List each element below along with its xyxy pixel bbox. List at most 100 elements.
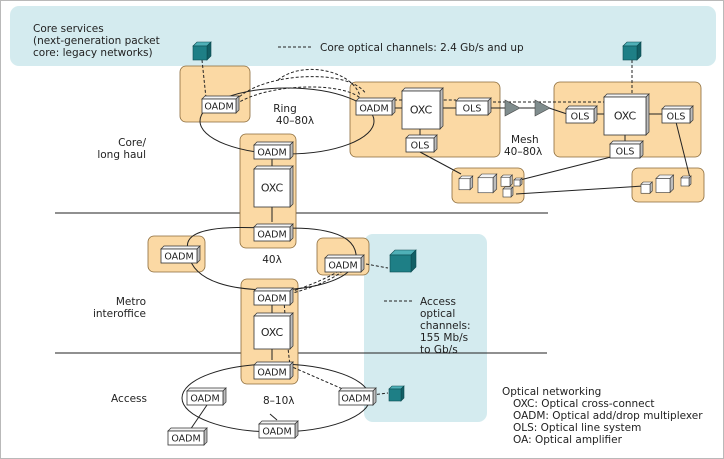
ols-node-label: OLS xyxy=(667,112,686,123)
terminal-equipment-icon xyxy=(458,175,474,191)
metro-ring xyxy=(187,226,357,291)
oxc-node-label: OXC xyxy=(261,182,284,195)
region-access: Access xyxy=(111,393,147,405)
oxc-node: OXC xyxy=(253,312,294,350)
access-caption-line: 155 Mb/s xyxy=(420,332,468,344)
access-caption-line: to Gb/s xyxy=(420,344,458,356)
router-cube-icon xyxy=(622,41,642,61)
link-ols-terminal-left xyxy=(419,151,462,175)
oadm-node-label: OADM xyxy=(257,230,286,241)
oadm-node: OADM xyxy=(160,245,201,264)
core-channels-legend: Core optical channels: 2.4 Gb/s and up xyxy=(320,42,524,54)
core-services-line-2: (next-generation packet xyxy=(33,35,160,47)
legend-title: Optical networking xyxy=(502,386,601,398)
oxc-node-label: OXC xyxy=(410,104,433,117)
ols-node-label: OLS xyxy=(616,147,635,158)
oadm-node-label: OADM xyxy=(328,261,357,272)
oadm-node: OADM xyxy=(167,427,208,446)
core-services-line-3: core: legacy networks) xyxy=(33,47,153,59)
access-channels-panel xyxy=(364,234,487,422)
channel-oadm-oadm-arc2 xyxy=(235,86,363,105)
legend-item-oadm: OADM: Optical add/drop multiplexer xyxy=(513,410,703,422)
core-services-line-1: Core services xyxy=(33,23,104,35)
oadm-node: OADM xyxy=(253,361,294,380)
oadm-node-label: OADM xyxy=(190,394,219,405)
oadm-node-label: OADM xyxy=(204,102,233,113)
channel-cube-oadm xyxy=(201,59,207,99)
terminal-equipment-icon xyxy=(655,174,675,194)
optical-amplifiers xyxy=(504,99,551,117)
oadm-node-label: OADM xyxy=(164,252,193,263)
oadm-node: OADM xyxy=(201,95,240,114)
oadm-node: OADM xyxy=(324,254,365,273)
oxc-node-label: OXC xyxy=(261,326,284,339)
oadm-node: OADM xyxy=(258,420,299,439)
link-terminal-terminal xyxy=(515,185,644,195)
amplifier-icon xyxy=(534,99,551,117)
oadm-node: OADM xyxy=(186,387,227,406)
access-caption-line: channels: xyxy=(420,320,471,332)
ols-node-label: OLS xyxy=(571,112,590,123)
legend-item-oxc: OXC: Optical cross-connect xyxy=(513,398,655,410)
region-metro-line-2: interoffice xyxy=(93,308,146,320)
oxc-node: OXC xyxy=(401,87,444,130)
oadm-node: OADM xyxy=(253,141,294,160)
ols-node-label: OLS xyxy=(463,104,482,115)
oadm-node-label: OADM xyxy=(262,427,291,438)
terminal-equipment-icon xyxy=(513,177,523,187)
terminal-equipment-icon xyxy=(640,181,653,194)
link-access-spur-left xyxy=(189,404,208,431)
ols-node: OLS xyxy=(609,140,644,159)
legend-item-oa: OA: Optical amplifier xyxy=(513,434,623,446)
oadm-node: OADM xyxy=(253,287,294,306)
oxc-node: OXC xyxy=(603,93,650,136)
core-services-caption: Core services (next-generation packet co… xyxy=(33,23,160,59)
region-metro-line-1: Metro xyxy=(116,296,146,308)
ring-wavelengths: 40–80λ xyxy=(276,115,314,127)
link-access-spur-bottom xyxy=(269,413,278,421)
oadm-node-label: OADM xyxy=(257,148,286,159)
terminal-equipment-icon xyxy=(500,174,513,187)
ols-node: OLS xyxy=(661,105,694,124)
channel-core-arc-top xyxy=(277,68,361,97)
oadm-node-label: OADM xyxy=(257,294,286,305)
core-services-band xyxy=(10,6,716,66)
metro-ring-wavelengths: 40λ xyxy=(262,254,282,266)
oadm-node-label: OADM xyxy=(171,434,200,445)
site-core-oadm xyxy=(179,65,251,123)
router-cube-icon xyxy=(192,41,212,61)
terminal-equipment-icon xyxy=(477,173,498,194)
oxc-node-label: OXC xyxy=(614,110,637,123)
access-caption-line: Access xyxy=(420,296,456,308)
region-core-line-2: long haul xyxy=(97,149,146,161)
access-channels-caption: Access optical channels: 155 Mb/s to Gb/… xyxy=(420,296,471,356)
mesh-wavelengths: 40–80λ xyxy=(504,146,542,158)
terminal-equipment-icon xyxy=(502,186,514,198)
amplifier-icon xyxy=(504,99,521,117)
oadm-node: OADM xyxy=(355,97,396,116)
oxc-node: OXC xyxy=(253,165,294,208)
oadm-node-label: OADM xyxy=(257,368,286,379)
link-ols-terminal-left2 xyxy=(515,156,612,182)
oadm-node-label: OADM xyxy=(359,104,388,115)
ols-node: OLS xyxy=(405,134,438,153)
legend-item-ols: OLS: Optical line system xyxy=(513,422,641,434)
router-cube-icon xyxy=(388,385,405,402)
oadm-node: OADM xyxy=(253,223,294,242)
definitions-legend: Optical networking OXC: Optical cross-co… xyxy=(502,386,703,446)
terminal-equipment-icon xyxy=(680,175,692,187)
oadm-node: OADM xyxy=(338,387,377,406)
ring-label: Ring xyxy=(273,103,297,115)
oadm-node-label: OADM xyxy=(341,394,370,405)
region-core-line-1: Core/ xyxy=(118,137,146,149)
ols-node-label: OLS xyxy=(411,141,430,152)
router-cube-icon xyxy=(389,249,417,273)
mesh-label: Mesh xyxy=(511,134,539,146)
channel-metro-arc xyxy=(289,265,345,293)
channel-metro-cube xyxy=(365,263,389,269)
teal-cubes xyxy=(192,41,642,402)
ols-node: OLS xyxy=(565,105,598,124)
access-ring-wavelengths: 8–10λ xyxy=(263,395,295,407)
